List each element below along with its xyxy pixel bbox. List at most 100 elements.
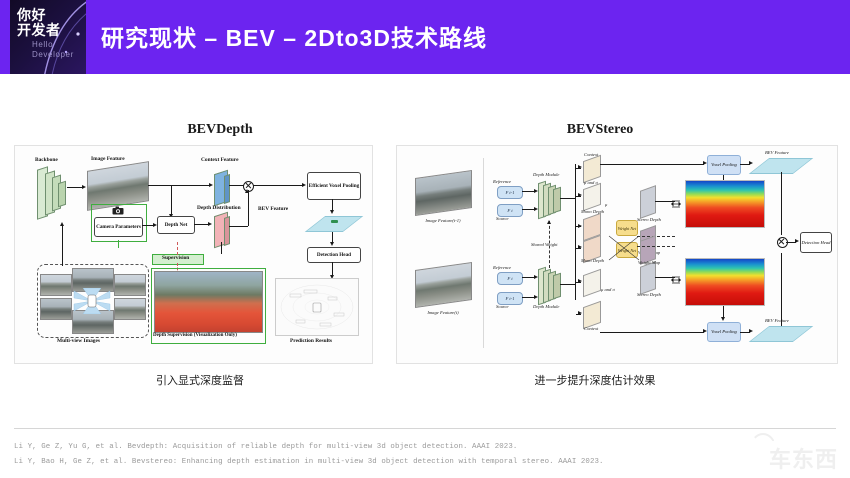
arrow-src-to-depthmodule-top bbox=[522, 209, 535, 210]
label-voxel-pooling-top: Voxel Pooling bbox=[711, 162, 737, 167]
arrow-tip bbox=[82, 184, 86, 189]
depthdist-supervision-link bbox=[221, 242, 222, 254]
label-f-tm1: F t-1 bbox=[505, 190, 515, 195]
image-feature-t-photo bbox=[415, 261, 472, 309]
label-f-t: F t bbox=[507, 208, 513, 213]
label-bev-feature-top: BEV Feature bbox=[765, 150, 789, 155]
image-feature-tm1-photo bbox=[415, 169, 472, 217]
label-weight-net-top: Weight Net bbox=[617, 225, 637, 231]
arrow-tip bbox=[578, 311, 582, 315]
stereo-depth-block-top bbox=[640, 185, 656, 219]
reference-2: Li Y, Bao H, Ge Z, et al. Bevstereo: Enh… bbox=[14, 458, 604, 466]
bus-depthmodule-bottom bbox=[575, 242, 576, 300]
arrow-head-to-results bbox=[332, 262, 333, 276]
arrow-src-to-depthmodule-bottom bbox=[522, 297, 535, 298]
arrow-tip bbox=[534, 188, 538, 193]
supervision-tag bbox=[152, 254, 204, 265]
depth-heatmap-image bbox=[685, 180, 765, 228]
caption-bevdepth: 引入显式深度监督 bbox=[156, 375, 244, 387]
feature-box-ft-bottom: F t bbox=[497, 272, 523, 285]
bev-feature-plane-bottom bbox=[748, 326, 814, 342]
arrow-tip bbox=[578, 279, 582, 283]
depth-supervision-group bbox=[151, 268, 266, 344]
arrow-tip bbox=[209, 182, 213, 187]
arrow-pooling-to-bev-bottom bbox=[740, 331, 750, 333]
mu-sigma-block-top bbox=[583, 182, 601, 212]
merge-node-icon bbox=[671, 200, 681, 208]
label-weight-net-bottom: Weight Net bbox=[617, 247, 637, 253]
fusion-node bbox=[776, 237, 788, 248]
label-depth-distribution: Depth Distribution bbox=[197, 205, 241, 211]
figure-bevdepth: Backbone Image Feature Camera Parameters bbox=[14, 145, 373, 364]
shared-weight-dash bbox=[549, 221, 550, 268]
label-voxel-pooling-bottom: Voxel Pooling bbox=[711, 329, 737, 334]
stereo-depth-block-bottom bbox=[640, 261, 656, 295]
arrow-depthmodule-top-out bbox=[560, 198, 576, 199]
label-mu-sigma-top: μ and σ bbox=[584, 180, 598, 185]
arrow-tip bbox=[578, 223, 582, 228]
arrow-to-context-top bbox=[576, 167, 581, 169]
context-feature-side bbox=[224, 174, 230, 204]
arrow-pooling-to-bev-top bbox=[740, 163, 750, 165]
detection-head-box-right: Detection Head bbox=[800, 232, 832, 253]
arrow-depthdist-to-mul bbox=[247, 190, 249, 226]
arrow-depthdist-bus bbox=[229, 226, 248, 227]
merge-node-icon-bottom bbox=[671, 276, 681, 284]
label-mu-sigma-bottom: μ and σ bbox=[601, 287, 615, 292]
logo-en-line-1: Hello bbox=[32, 40, 54, 49]
label-camera-parameters: Camera Parameters bbox=[96, 224, 141, 230]
label-multi-view-images: Multi-view Images bbox=[57, 338, 100, 344]
green-connector bbox=[118, 240, 119, 248]
context-block-bottom bbox=[583, 300, 601, 330]
arrow-heatmap-to-pooling-bottom bbox=[723, 306, 724, 318]
depth-distribution-side bbox=[224, 216, 230, 246]
arrow-context-to-mul bbox=[229, 185, 245, 186]
camera-fov-diagram-icon bbox=[73, 288, 111, 314]
logo-line-1: 你好 bbox=[17, 7, 46, 23]
arrow-context-to-pooling-top bbox=[600, 163, 704, 165]
arrow-tip bbox=[302, 182, 306, 187]
weightmap-dash-bottom bbox=[637, 246, 675, 247]
arrow-depthmodule-bottom-out bbox=[560, 284, 576, 285]
camera-parameters-box: Camera Parameters bbox=[94, 217, 143, 237]
weight-net-top: Weight Net bbox=[616, 220, 638, 236]
weightmap-dash-top bbox=[637, 236, 675, 237]
arrow-tip bbox=[534, 206, 538, 211]
arrow-depthnet-to-depthdist bbox=[194, 224, 209, 225]
watermark-arc-icon bbox=[750, 433, 776, 448]
depth-heatmap-image-bottom bbox=[685, 258, 765, 306]
camera-parameters-group bbox=[91, 204, 147, 242]
label-image-feature: Image Feature bbox=[91, 156, 125, 162]
label-mu-top: μ bbox=[605, 202, 608, 207]
arrow-tip bbox=[208, 221, 212, 226]
logo-en-line-2: Developer bbox=[32, 50, 74, 59]
feature-box-ftm1: F t-1 bbox=[497, 186, 523, 199]
label-supervision: Supervision bbox=[162, 255, 190, 261]
arrow-tip bbox=[578, 165, 582, 169]
bev-car-marker bbox=[331, 220, 338, 223]
multiview-tile-1 bbox=[40, 274, 72, 296]
arrow-context-to-pooling-bottom bbox=[600, 331, 704, 333]
label-mono-depth-bottom: Mono Depth bbox=[581, 258, 605, 263]
label-shared-weight: Shared Weight bbox=[531, 242, 558, 247]
arrow-tip bbox=[546, 220, 551, 224]
arrow-pooling-to-bev bbox=[332, 199, 333, 211]
arrow-tip bbox=[703, 161, 707, 165]
label-detection-head-right: Detection Head bbox=[801, 239, 831, 245]
arrow-tip bbox=[329, 275, 334, 279]
label-prediction-results: Prediction Results bbox=[290, 338, 332, 344]
cross-connection-icon bbox=[608, 235, 640, 261]
arrow-tip bbox=[578, 193, 582, 197]
bev-plane-graphic bbox=[304, 216, 364, 232]
label-detection-head: Detection Head bbox=[316, 252, 352, 258]
label-depth-net: Depth Net bbox=[164, 222, 188, 228]
bus-image-feature bbox=[148, 185, 210, 186]
feature-box-ft-top: F t bbox=[497, 204, 523, 217]
label-source-bottom: Source bbox=[496, 304, 509, 309]
arrow-tip bbox=[329, 242, 334, 246]
label-image-feature-tm1: Image Feature(t-1) bbox=[425, 218, 461, 223]
bus-depthmodule-top bbox=[575, 164, 576, 242]
depth-module-top-slab-4 bbox=[553, 186, 561, 214]
logo-chinese-text: 你好 开发者 bbox=[17, 8, 61, 38]
page-title: 研究现状 – BEV – 2Dto3D技术路线 bbox=[101, 25, 487, 51]
